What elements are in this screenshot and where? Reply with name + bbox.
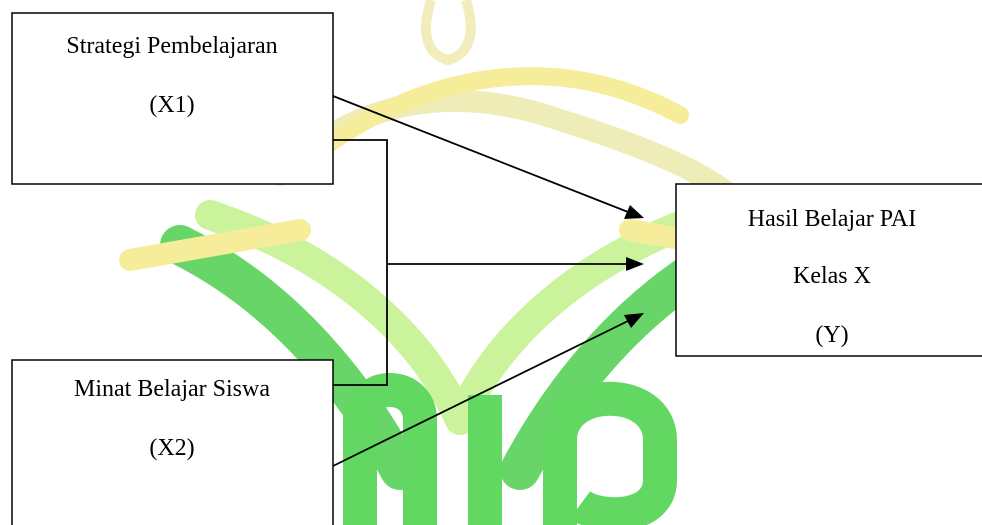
node-x2: Minat Belajar Siswa (X2)	[11, 359, 334, 525]
node-y-box	[675, 183, 982, 357]
node-x1-box	[11, 12, 334, 185]
node-x2-box	[11, 359, 334, 525]
node-y-code: (Y)	[815, 322, 848, 348]
edge-x1-to-y	[332, 95, 629, 213]
node-y-subtitle: Kelas X	[793, 263, 871, 289]
node-x1: Strategi Pembelajaran (X1)	[11, 12, 334, 185]
node-x1-code: (X1)	[149, 92, 194, 118]
edge-x2-to-y	[332, 320, 629, 467]
connectors	[332, 95, 644, 467]
node-x2-code: (X2)	[149, 435, 194, 461]
node-y-title: Hasil Belajar PAI	[748, 206, 916, 232]
node-x2-title: Minat Belajar Siswa	[74, 376, 270, 402]
node-y: Hasil Belajar PAI Kelas X (Y)	[675, 183, 982, 357]
arrowhead-x2-to-y	[624, 313, 644, 328]
bracket-x1-x2	[333, 139, 388, 386]
node-x1-title: Strategi Pembelajaran	[66, 33, 277, 59]
arrowhead-joint-to-y	[626, 257, 644, 271]
watermark-logo	[119, 0, 811, 525]
arrowhead-x1-to-y	[624, 205, 644, 219]
